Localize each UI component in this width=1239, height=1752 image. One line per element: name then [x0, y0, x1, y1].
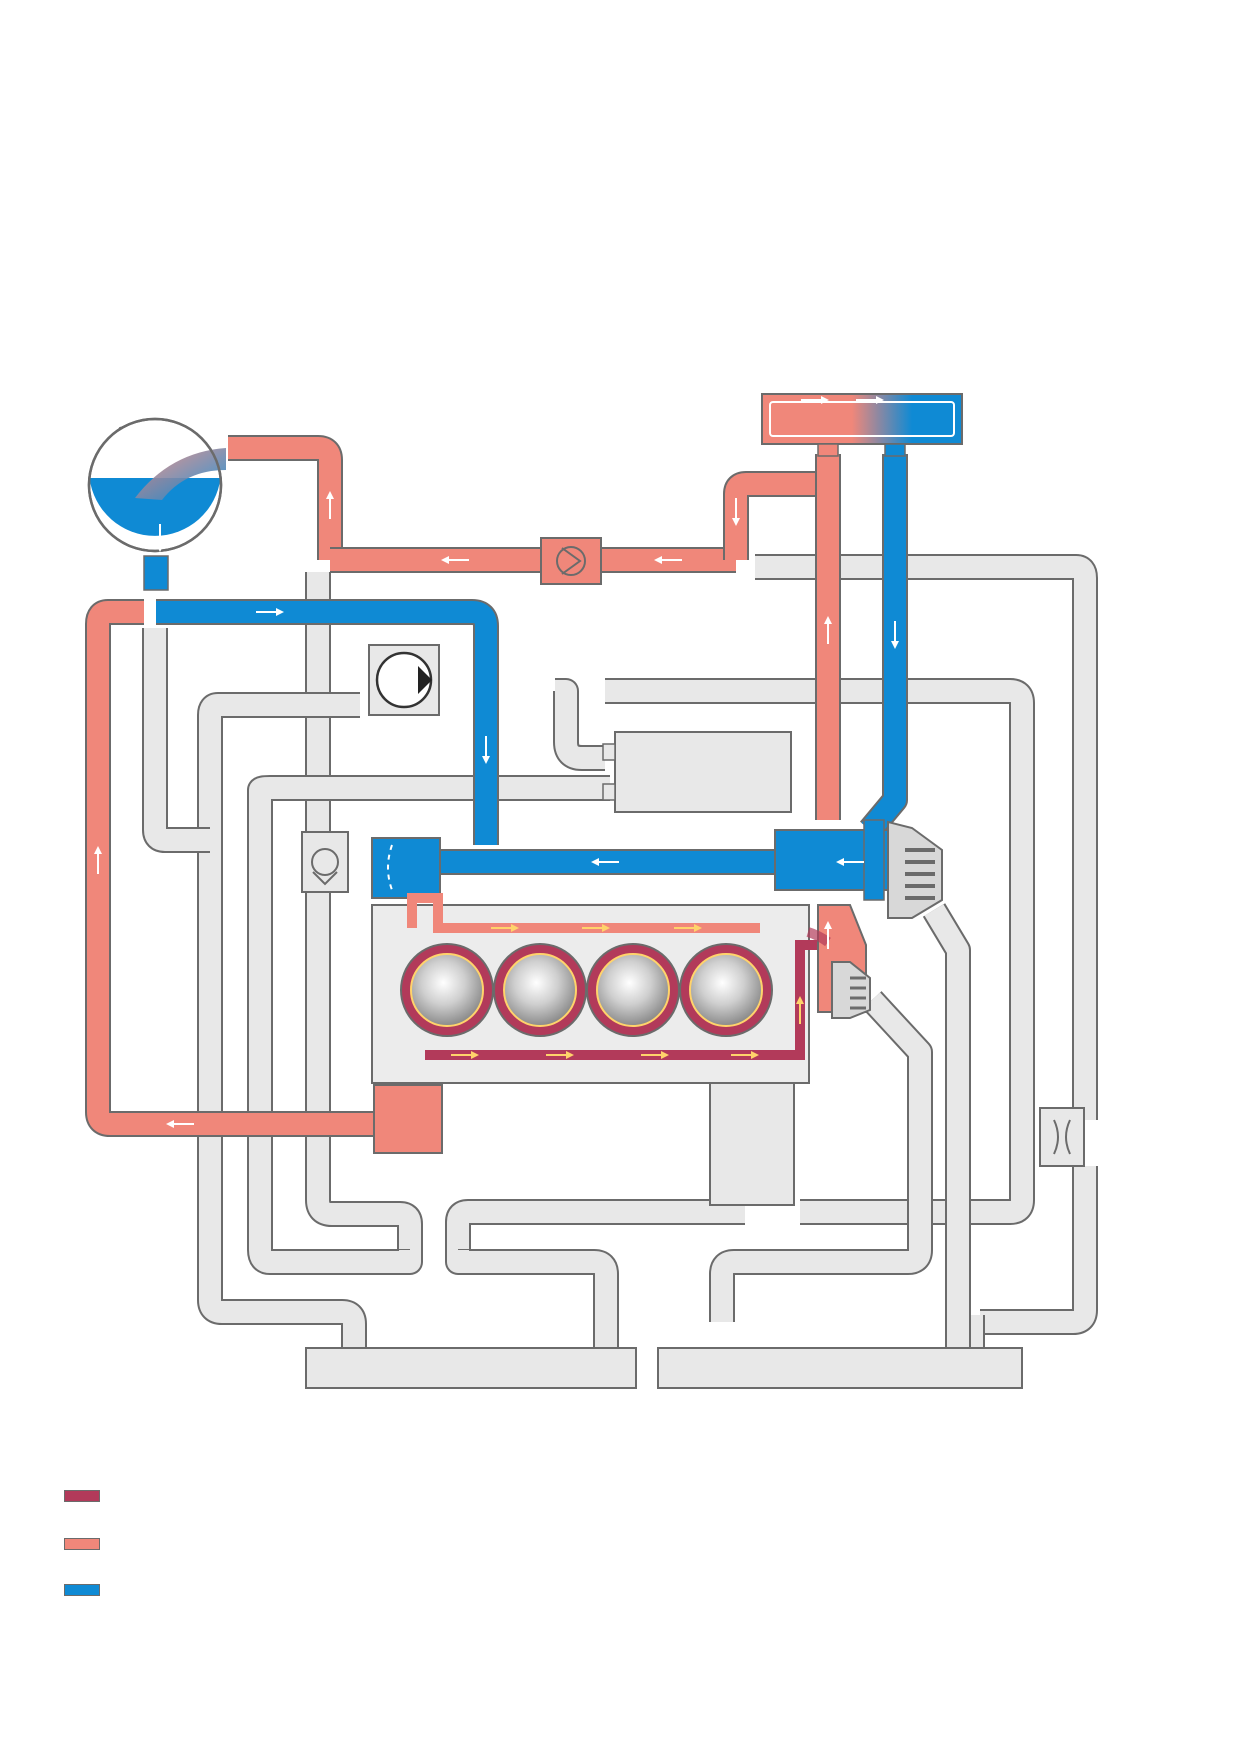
- flow-arrow: [94, 846, 102, 874]
- flow-arrow: [801, 396, 829, 404]
- thermostat: [887, 820, 943, 919]
- jacket-upper-channel: [407, 893, 760, 933]
- flow-arrow: [491, 924, 519, 932]
- inactive-pipe-4: [447, 1201, 745, 1250]
- cylinder: [689, 953, 763, 1027]
- legend-item-very-hot: [64, 1490, 114, 1502]
- inactive-pipe-8-outline: [480, 1249, 619, 1348]
- flow-arrow: [156, 524, 164, 552]
- flow-arrow: [641, 1051, 669, 1059]
- radiator: [761, 393, 963, 457]
- inactive-pipe-10: [199, 694, 365, 1348]
- heater-check-valve: [540, 537, 602, 585]
- flow-arrow: [796, 996, 804, 1024]
- flow-arrow: [824, 921, 832, 949]
- engine-block: [371, 837, 822, 1084]
- flow-arrow: [674, 924, 702, 932]
- cylinder: [503, 953, 577, 1027]
- inactive-pipe-7: [447, 1250, 480, 1273]
- restrictor: [1039, 1107, 1085, 1167]
- flow-arrow: [441, 556, 469, 564]
- flow-arrow: [836, 858, 864, 866]
- hot-pipe-3: [725, 473, 828, 560]
- cylinder: [596, 953, 670, 1027]
- heater-core-left: [305, 1347, 637, 1389]
- flow-arrow: [654, 556, 682, 564]
- inactive-pipe-3: [605, 680, 1033, 1223]
- flow-arrow: [451, 1051, 479, 1059]
- oil-cooler: [602, 731, 792, 813]
- flow-arrow: [482, 736, 490, 764]
- secondary-thermostat: [831, 961, 871, 1019]
- flow-arrow: [582, 924, 610, 932]
- legend-item-hot: [64, 1538, 114, 1550]
- legend-swatch-very-hot: [64, 1490, 100, 1502]
- flow-arrow: [166, 1120, 194, 1128]
- flow-arrow: [732, 498, 740, 526]
- flow-arrows: [94, 396, 899, 1128]
- inactive-pipe-12: [555, 680, 605, 769]
- heater-box-center: [709, 1082, 795, 1206]
- flow-arrow: [326, 491, 334, 519]
- flow-arrow: [591, 858, 619, 866]
- coolant-outlet-box: [373, 1084, 443, 1154]
- inactive-pipe-0: [755, 556, 1096, 1120]
- flow-arrow: [856, 396, 884, 404]
- legend-swatch-cold: [64, 1584, 100, 1596]
- flow-arrow: [824, 616, 832, 644]
- flow-arrow: [256, 608, 284, 616]
- left-check-valve: [301, 831, 349, 893]
- flow-arrow: [891, 621, 899, 649]
- inactive-pipe-5: [307, 572, 421, 1250]
- thermostat-housing: [774, 819, 891, 901]
- inactive-pipe-11: [144, 628, 210, 851]
- inactive-pipe-6: [395, 1250, 421, 1273]
- inactive-pipe-9: [249, 777, 610, 1273]
- inactive-pipe-1: [980, 1166, 1096, 1333]
- heater-core-right: [657, 1347, 1023, 1389]
- expansion-tank: [87, 417, 226, 591]
- cylinder: [410, 953, 484, 1027]
- hot-pipe-0-outline: [228, 435, 343, 560]
- hot-pipe-3-outline: [723, 471, 828, 560]
- inactive-pipes: [142, 554, 1098, 1348]
- inactive-pipe-8: [480, 1251, 617, 1348]
- hot-pipe-0: [228, 437, 341, 560]
- inactive-pipe-13: [711, 992, 931, 1322]
- inactive-pipe-14: [924, 904, 969, 1300]
- flow-arrow: [731, 1051, 759, 1059]
- coolant-pump: [368, 644, 440, 716]
- flow-arrow: [546, 1051, 574, 1059]
- legend-swatch-hot: [64, 1538, 100, 1550]
- cold-pipe-0: [156, 601, 497, 845]
- legend-item-cold: [64, 1584, 114, 1596]
